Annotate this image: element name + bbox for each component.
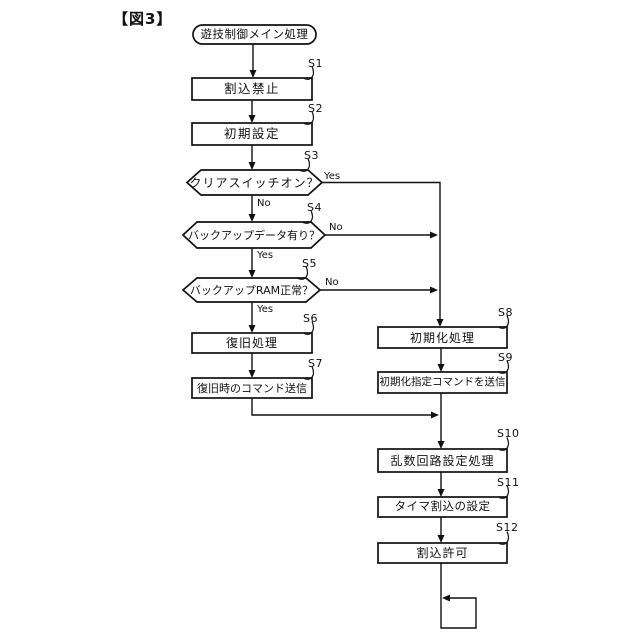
s4-hexagon: [181, 221, 327, 249]
s4-step-tag: S4: [307, 201, 322, 214]
s10-step-tag: S10: [497, 427, 520, 440]
s4-leader-squiggle: [302, 210, 314, 224]
s8-step-tag: S8: [498, 306, 513, 319]
s11-leader-squiggle: [498, 485, 510, 499]
s4-yes-label: Yes: [257, 250, 274, 261]
arrowhead-s4-no: [430, 231, 438, 239]
arrowhead-s3: [248, 162, 256, 170]
s3-no-label: No: [257, 198, 271, 209]
s7-leader-squiggle: [303, 366, 315, 380]
arrowhead-s2: [248, 115, 256, 123]
s9-leader-squiggle: [498, 360, 510, 374]
s4-decision-label: バックアップデータ有り？: [188, 228, 320, 242]
s6-leader-squiggle: [303, 321, 315, 335]
arrowhead-s8: [436, 319, 444, 327]
s12-box: [377, 542, 508, 564]
arrowhead-s11: [437, 489, 445, 497]
s5-no-label: No: [325, 277, 339, 288]
figure-title: 【図3】: [113, 10, 173, 28]
loop-connector: [440, 563, 477, 629]
s8-box: [377, 326, 508, 349]
s2-step-tag: S2: [308, 102, 323, 115]
s6-step-tag: S6: [303, 312, 318, 325]
s1-step-tag: S1: [308, 57, 323, 70]
s9-box: [377, 371, 508, 394]
s6-process-label: 復旧処理: [225, 336, 278, 350]
s11-process-label: タイマ割込の設定: [394, 499, 491, 514]
s12-process-label: 割込許可: [416, 546, 469, 560]
s7-box: [191, 377, 313, 399]
s9-process-label: 初期化指定コマンドを送信: [379, 376, 506, 389]
s9-step-tag: S9: [498, 351, 513, 364]
s5-leader-squiggle: [297, 266, 309, 280]
s10-process-label: 乱数回路設定処理: [390, 453, 495, 468]
arrowhead-s7: [248, 370, 256, 378]
arrowhead-s9: [437, 364, 445, 372]
s5-step-tag: S5: [302, 257, 317, 270]
s7-step-tag: S7: [308, 357, 323, 370]
arrowhead-s5: [248, 270, 256, 278]
arrowhead-s10: [437, 441, 445, 449]
s3-yes-label: Yes: [324, 171, 341, 182]
s1-process-label: 割込禁止: [223, 80, 280, 96]
arrowhead-s7-merge: [431, 411, 439, 419]
s3-hexagon: [185, 169, 324, 196]
connector-s3-yes-to-s8: [322, 181, 441, 320]
connector-s7-to-main: [251, 398, 431, 416]
s1-box: [191, 77, 313, 101]
arrowhead-s5-no: [430, 286, 438, 294]
s3-decision-label: クリアスイッチオン？: [189, 175, 320, 190]
s12-step-tag: S12: [496, 521, 519, 534]
start-oval: [192, 24, 317, 45]
s7-process-label: 復旧時のコマンド送信: [197, 381, 307, 395]
arrowhead-s12: [437, 535, 445, 543]
s2-box: [191, 122, 313, 146]
s4-no-label: No: [329, 222, 343, 233]
s8-process-label: 初期化処理: [409, 330, 475, 345]
s3-leader-squiggle: [299, 158, 311, 172]
s12-leader-squiggle: [498, 531, 510, 545]
s10-leader-squiggle: [498, 437, 510, 451]
s5-yes-label: Yes: [257, 304, 274, 315]
arrowhead-s4: [248, 214, 256, 222]
arrowhead-s6: [248, 325, 256, 333]
s8-leader-squiggle: [498, 315, 510, 329]
start-terminator-label: 遊技制御メイン処理: [200, 26, 309, 41]
s10-box: [377, 448, 508, 473]
s6-box: [191, 332, 313, 354]
s11-box: [377, 496, 508, 518]
s3-step-tag: S3: [304, 149, 319, 162]
s5-decision-label: バックアップRAM正常？: [189, 283, 314, 297]
arrowhead-loop: [442, 594, 450, 602]
s2-leader-squiggle: [303, 111, 315, 125]
s11-step-tag: S11: [497, 476, 520, 489]
s5-hexagon: [181, 277, 322, 303]
s2-process-label: 初期設定: [223, 125, 280, 141]
s1-leader-squiggle: [303, 66, 315, 80]
arrowhead-s1: [249, 70, 257, 78]
